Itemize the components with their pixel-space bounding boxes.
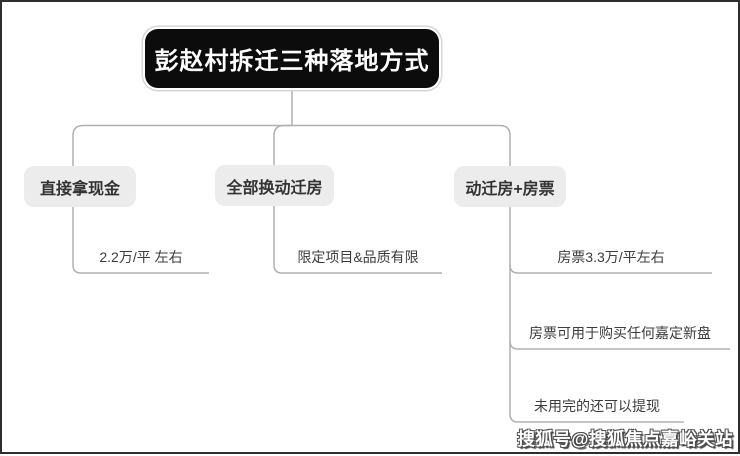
leaf-cash-price[interactable]: 2.2万/平 左右 [99, 249, 183, 265]
leaf-ticket-use[interactable]: 房票可用于购买任何嘉定新盘 [529, 325, 711, 341]
root-node[interactable]: 彭赵村拆迁三种落地方式 [145, 29, 439, 88]
branch-node-cash[interactable]: 直接拿现金 [24, 166, 136, 207]
leaf-ticket-price[interactable]: 房票3.3万/平左右 [557, 249, 665, 265]
branch-node-house[interactable]: 全部换动迁房 [215, 165, 334, 206]
leaf-ticket-cashout[interactable]: 未用完的还可以提现 [534, 398, 660, 414]
leaf-house-limit[interactable]: 限定项目&品质有限 [297, 249, 419, 265]
branch-node-ticket[interactable]: 动迁房+房票 [454, 166, 566, 207]
watermark-text: 搜狐号@搜狐焦点嘉峪关站 [517, 429, 733, 449]
